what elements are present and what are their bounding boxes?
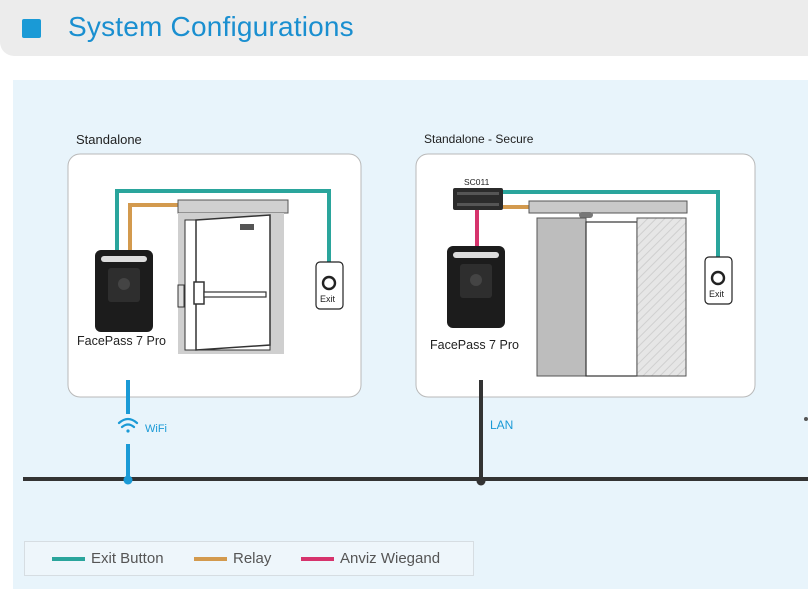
- sliding-door-left: [536, 217, 587, 377]
- door-header: [177, 199, 289, 214]
- offscreen-marker: [804, 417, 808, 421]
- sliding-door-opening: [585, 221, 638, 377]
- facepass-light-bar: [101, 256, 147, 262]
- header-bar: System Configurations: [0, 0, 808, 56]
- legend-swatch-anviz-wiegand: [301, 556, 334, 561]
- lan-label: LAN: [490, 418, 514, 432]
- standalone-title: Standalone: [76, 132, 142, 147]
- legend-item-relay: Relay: [194, 542, 271, 575]
- standalone-device-label: FacePass 7 Pro: [77, 334, 166, 348]
- door-leaf: [195, 214, 271, 351]
- sc011-label: SC011: [464, 177, 490, 187]
- facepass-camera: [118, 278, 130, 290]
- legend-label-exit-button: Exit Button: [91, 550, 164, 567]
- push-bar: [203, 291, 267, 298]
- door-closer: [240, 224, 254, 230]
- legend: Exit Button Relay Anviz Wiegand: [24, 541, 474, 576]
- sc011-controller-icon: [453, 188, 503, 210]
- secure-facepass-camera: [470, 274, 482, 286]
- relay-wire: [128, 203, 178, 250]
- sc011-terminal-strip: [457, 192, 499, 195]
- sc011-terminal-strip-2: [457, 203, 499, 206]
- legend-swatch-relay: [194, 556, 227, 561]
- legend-swatch-exit-button: [52, 556, 85, 561]
- exit-button-wire: [115, 189, 331, 262]
- header-square-icon: [22, 19, 41, 38]
- exit-button-knob: [321, 275, 337, 291]
- secure-exit-button-wire: [503, 190, 720, 257]
- legend-item-exit-button: Exit Button: [52, 542, 164, 575]
- secure-facepass-light-bar: [453, 252, 499, 258]
- legend-label-anviz-wiegand: Anviz Wiegand: [340, 550, 441, 567]
- door-hinge-plate: [177, 284, 185, 308]
- wifi-label: WiFi: [145, 423, 167, 435]
- sliding-door-sensor: [579, 212, 593, 218]
- standalone-secure-title: Standalone - Secure: [424, 132, 534, 146]
- secure-exit-button-knob: [710, 270, 726, 286]
- lan-node: [476, 476, 486, 486]
- legend-label-relay: Relay: [233, 550, 272, 567]
- wifi-node: [123, 475, 133, 485]
- standalone-exit-label: Exit: [320, 294, 336, 304]
- page-title: System Configurations: [68, 11, 354, 42]
- secure-device-label: FacePass 7 Pro: [430, 338, 519, 352]
- legend-item-anviz-wiegand: Anviz Wiegand: [301, 542, 440, 575]
- wifi-icon: [117, 417, 139, 433]
- secure-exit-label: Exit: [709, 289, 725, 299]
- push-bar-handle: [193, 281, 205, 305]
- sliding-door-header: [528, 200, 688, 214]
- sliding-door-right: [636, 217, 687, 377]
